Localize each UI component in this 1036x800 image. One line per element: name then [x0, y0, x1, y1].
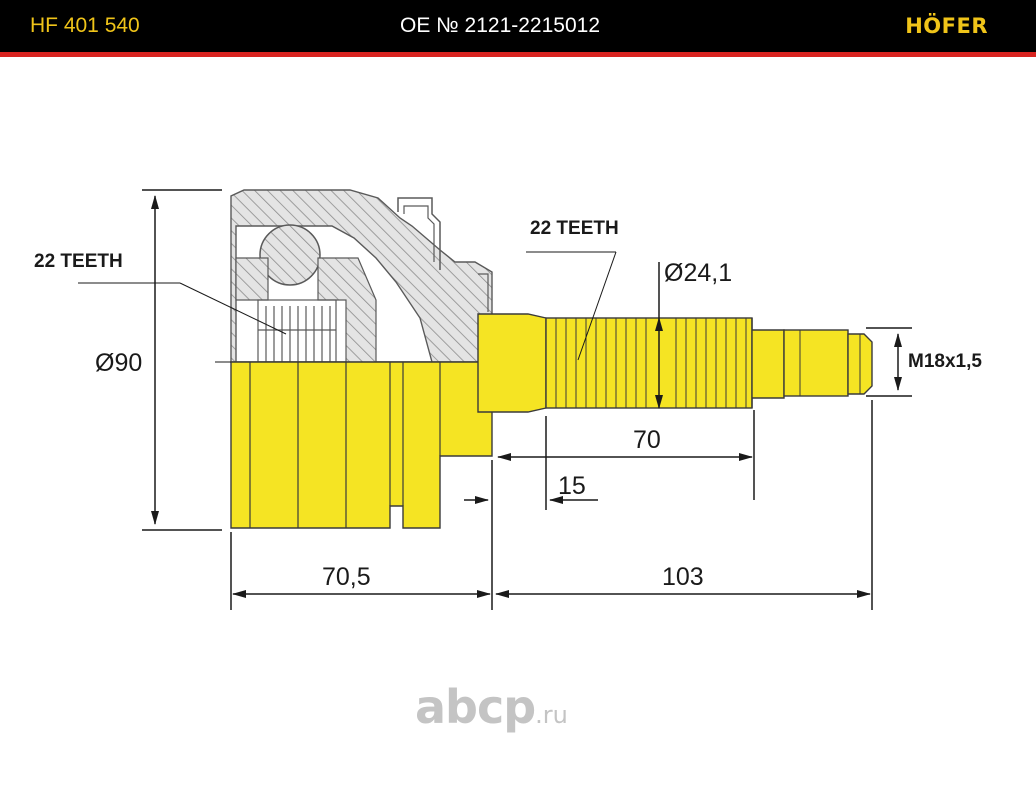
- cv-joint-drawing: [78, 189, 912, 610]
- inner-teeth-label: 22 TEETH: [530, 218, 619, 239]
- output-shaft: [477, 313, 873, 413]
- brand-logo: HÖFER: [905, 14, 988, 38]
- outer-teeth-label: 22 TEETH: [34, 251, 123, 272]
- housing-section: [230, 189, 493, 363]
- spline-length-label: 70: [633, 426, 661, 454]
- housing-length-label: 70,5: [322, 563, 371, 591]
- housing-body: [230, 361, 493, 529]
- outer-diameter-label: Ø90: [95, 349, 143, 377]
- ball: [259, 224, 321, 286]
- shaft-diameter-label: Ø24,1: [664, 259, 733, 287]
- watermark-logo: abcp.ru: [415, 680, 568, 734]
- shoulder-length-label: 15: [558, 472, 586, 500]
- thread-label: M18x1,5: [908, 351, 982, 372]
- shaft-length-label: 103: [662, 563, 704, 591]
- oe-number: OE № 2121-2215012: [400, 14, 601, 37]
- part-number: HF 401 540: [30, 14, 140, 37]
- dimensions: [142, 189, 912, 610]
- header-bar: HF 401 540 OE № 2121-2215012 HÖFER: [0, 0, 1036, 57]
- leader-lines: [78, 251, 617, 361]
